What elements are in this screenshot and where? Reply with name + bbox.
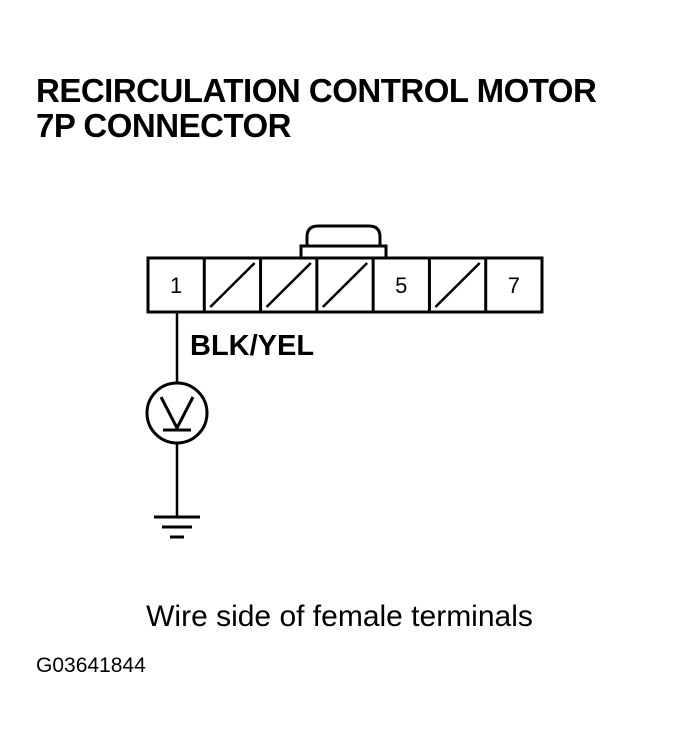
wire-color-label: BLK/YEL: [190, 330, 314, 362]
unused-pin-slash: [321, 262, 369, 308]
figure-code: G03641844: [36, 654, 146, 677]
connector-pin-5: 5: [371, 258, 407, 312]
connector-pin-2: [202, 258, 256, 312]
diagram-title-line-1: RECIRCULATION CONTROL MOTOR: [36, 72, 597, 109]
voltmeter-circle: [145, 381, 209, 445]
connector-pin-1: 1: [170, 273, 182, 298]
diagram-title-line-2: 7P CONNECTOR: [36, 107, 292, 144]
view-caption: Wire side of female terminals: [146, 600, 533, 633]
pin-number-label: 7: [508, 273, 520, 298]
connector-latch-base: [299, 244, 388, 260]
connector-pin-cells: 1 5 7: [170, 258, 520, 312]
pin-number-label: 5: [395, 273, 407, 298]
voltmeter-v-icon: [159, 396, 195, 432]
unused-pin-slash: [265, 262, 312, 308]
unused-pin-slash: [209, 262, 256, 308]
connector-latch-tab: [305, 224, 382, 258]
connector-pin-3: [259, 258, 312, 312]
unused-pin-slash: [434, 262, 481, 308]
connector-pin-4: [315, 258, 369, 312]
connector-pin-6: [427, 258, 481, 312]
pin-number-label: 1: [170, 273, 182, 298]
connector-pin-7: 7: [484, 258, 520, 312]
ground-icon: [154, 515, 200, 539]
